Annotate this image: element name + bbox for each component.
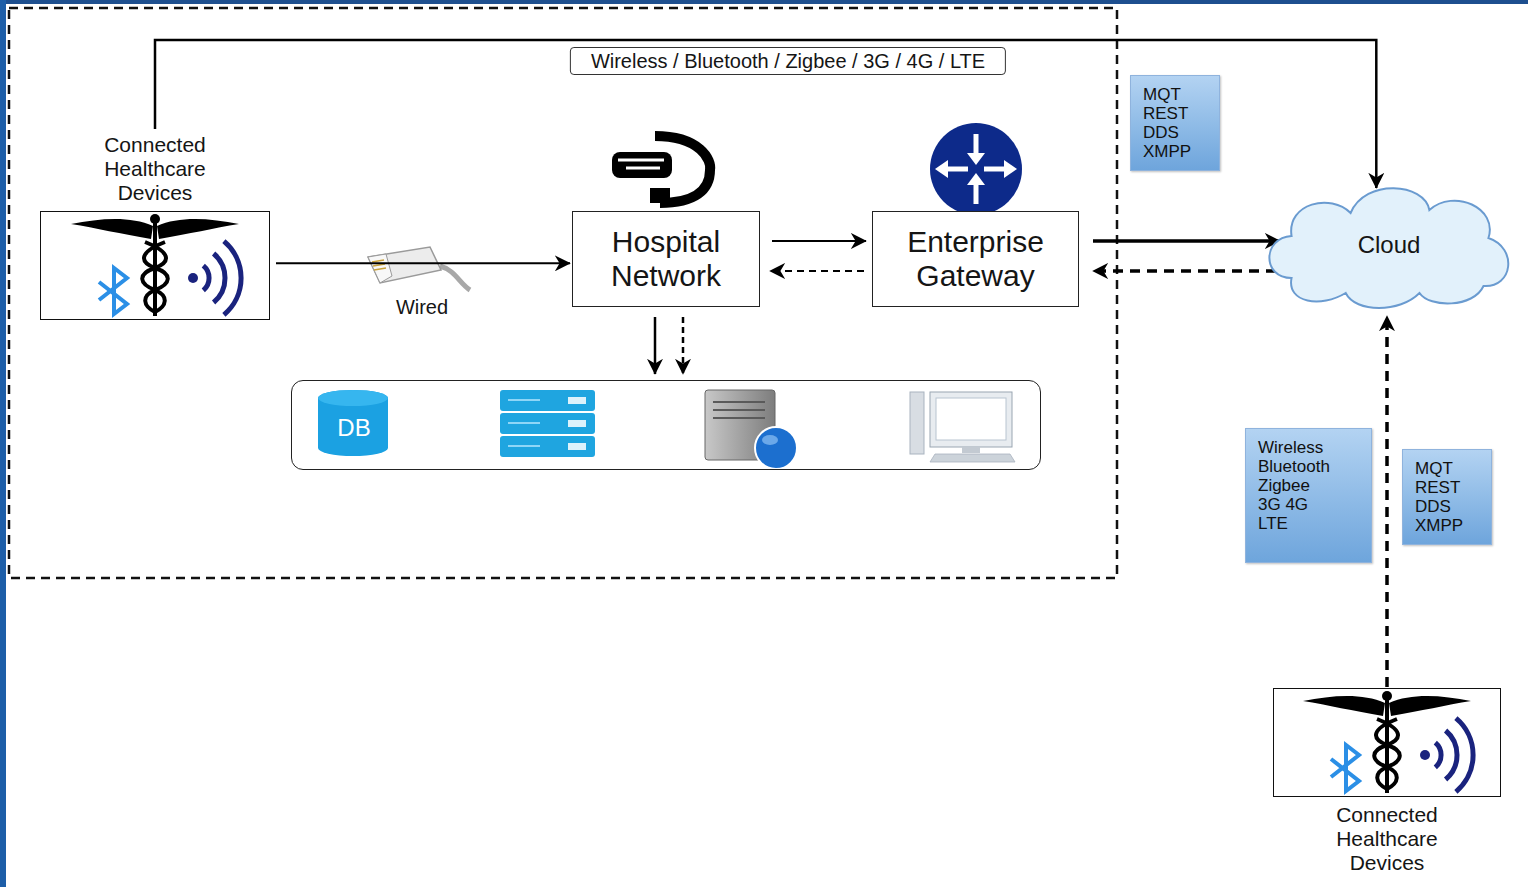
edge-label: Wireless / Bluetooth / Zigbee / 3G / 4G …: [570, 47, 1006, 75]
protocol-box: MQT REST DDS XMPP: [1130, 75, 1220, 171]
slide-border: [0, 0, 1528, 4]
device-icons: [71, 214, 241, 316]
cable-icon: [372, 260, 386, 270]
node-label: Cloud: [1358, 231, 1421, 259]
workstation-icon: [930, 454, 1015, 462]
web-server-icon: [705, 390, 797, 469]
hospital-boundary: [9, 8, 1117, 578]
protocol-box: MQT REST DDS XMPP: [1402, 449, 1492, 545]
connector: [772, 240, 866, 242]
doctor-icon: [650, 188, 670, 203]
systems-panel: DB: [291, 380, 1041, 470]
node-label: MQT REST DDS XMPP: [1143, 85, 1191, 161]
node-label: Wireless Bluetooth Zigbee 3G 4G LTE: [1258, 438, 1330, 533]
node-label: Connected Healthcare Devices: [1336, 803, 1438, 875]
workstation-icon: [936, 398, 1006, 440]
cable-icon: [368, 247, 441, 283]
web-server-icon: [762, 435, 778, 445]
cable-icon: [368, 254, 392, 283]
connector: [770, 270, 864, 272]
router-icon: [946, 167, 968, 172]
db-icon: [318, 390, 388, 456]
slide-border: [0, 0, 6, 887]
router-icon: [967, 173, 985, 185]
router-icon: [974, 182, 979, 204]
node-label: Enterprise Gateway: [881, 225, 1070, 293]
connector: [276, 262, 570, 264]
router-icon: [935, 160, 948, 178]
server-stack-icon: [500, 390, 595, 457]
doctor-icon: [618, 160, 664, 168]
device-frame: [40, 211, 270, 320]
node-label: Connected Healthcare Devices: [104, 133, 206, 205]
device-group: Connected Healthcare Devices: [1273, 688, 1501, 875]
link-type-box: Wireless Bluetooth Zigbee 3G 4G LTE: [1245, 428, 1372, 563]
device-icons: [1303, 691, 1473, 793]
router-icon: [1004, 160, 1017, 178]
cloud-outline: [1269, 188, 1508, 308]
workstation-icon: [910, 392, 1015, 462]
connector: [1093, 269, 1276, 273]
router-icon: [930, 123, 1022, 215]
cable-icon: [368, 247, 470, 290]
router-icon: [984, 167, 1006, 172]
db-icon: [318, 390, 388, 406]
connector: [1093, 239, 1280, 243]
gateway-box: Enterprise Gateway: [872, 211, 1079, 307]
device-frame: [1273, 688, 1501, 797]
workstation-icon: [910, 392, 924, 454]
cable-icon: [440, 266, 470, 290]
node-label: DB: [319, 414, 389, 442]
workstation-icon: [962, 447, 980, 453]
router-icon: [967, 153, 985, 165]
node-label: Hospital Network: [581, 225, 751, 293]
connector: [654, 317, 657, 374]
server-stack-icon: [568, 397, 586, 450]
connector: [155, 40, 1376, 188]
server-stack-icon: [508, 400, 540, 446]
doctor-icon: [612, 152, 672, 178]
router-icon: [974, 134, 979, 156]
network-box: Hospital Network: [572, 211, 760, 307]
cloud-shape: Cloud: [1262, 178, 1516, 312]
router-icon: [930, 123, 1022, 215]
web-server-icon: [755, 427, 797, 469]
node-label: MQT REST DDS XMPP: [1415, 459, 1463, 535]
connector: [1385, 316, 1389, 687]
device-group: Connected Healthcare Devices: [40, 133, 270, 320]
edge-label: Wired: [393, 295, 451, 319]
db-icon: [318, 390, 388, 456]
connector: [682, 317, 685, 374]
web-server-icon: [713, 402, 765, 418]
doctor-icon: [612, 136, 710, 203]
workstation-icon: [930, 392, 1012, 447]
